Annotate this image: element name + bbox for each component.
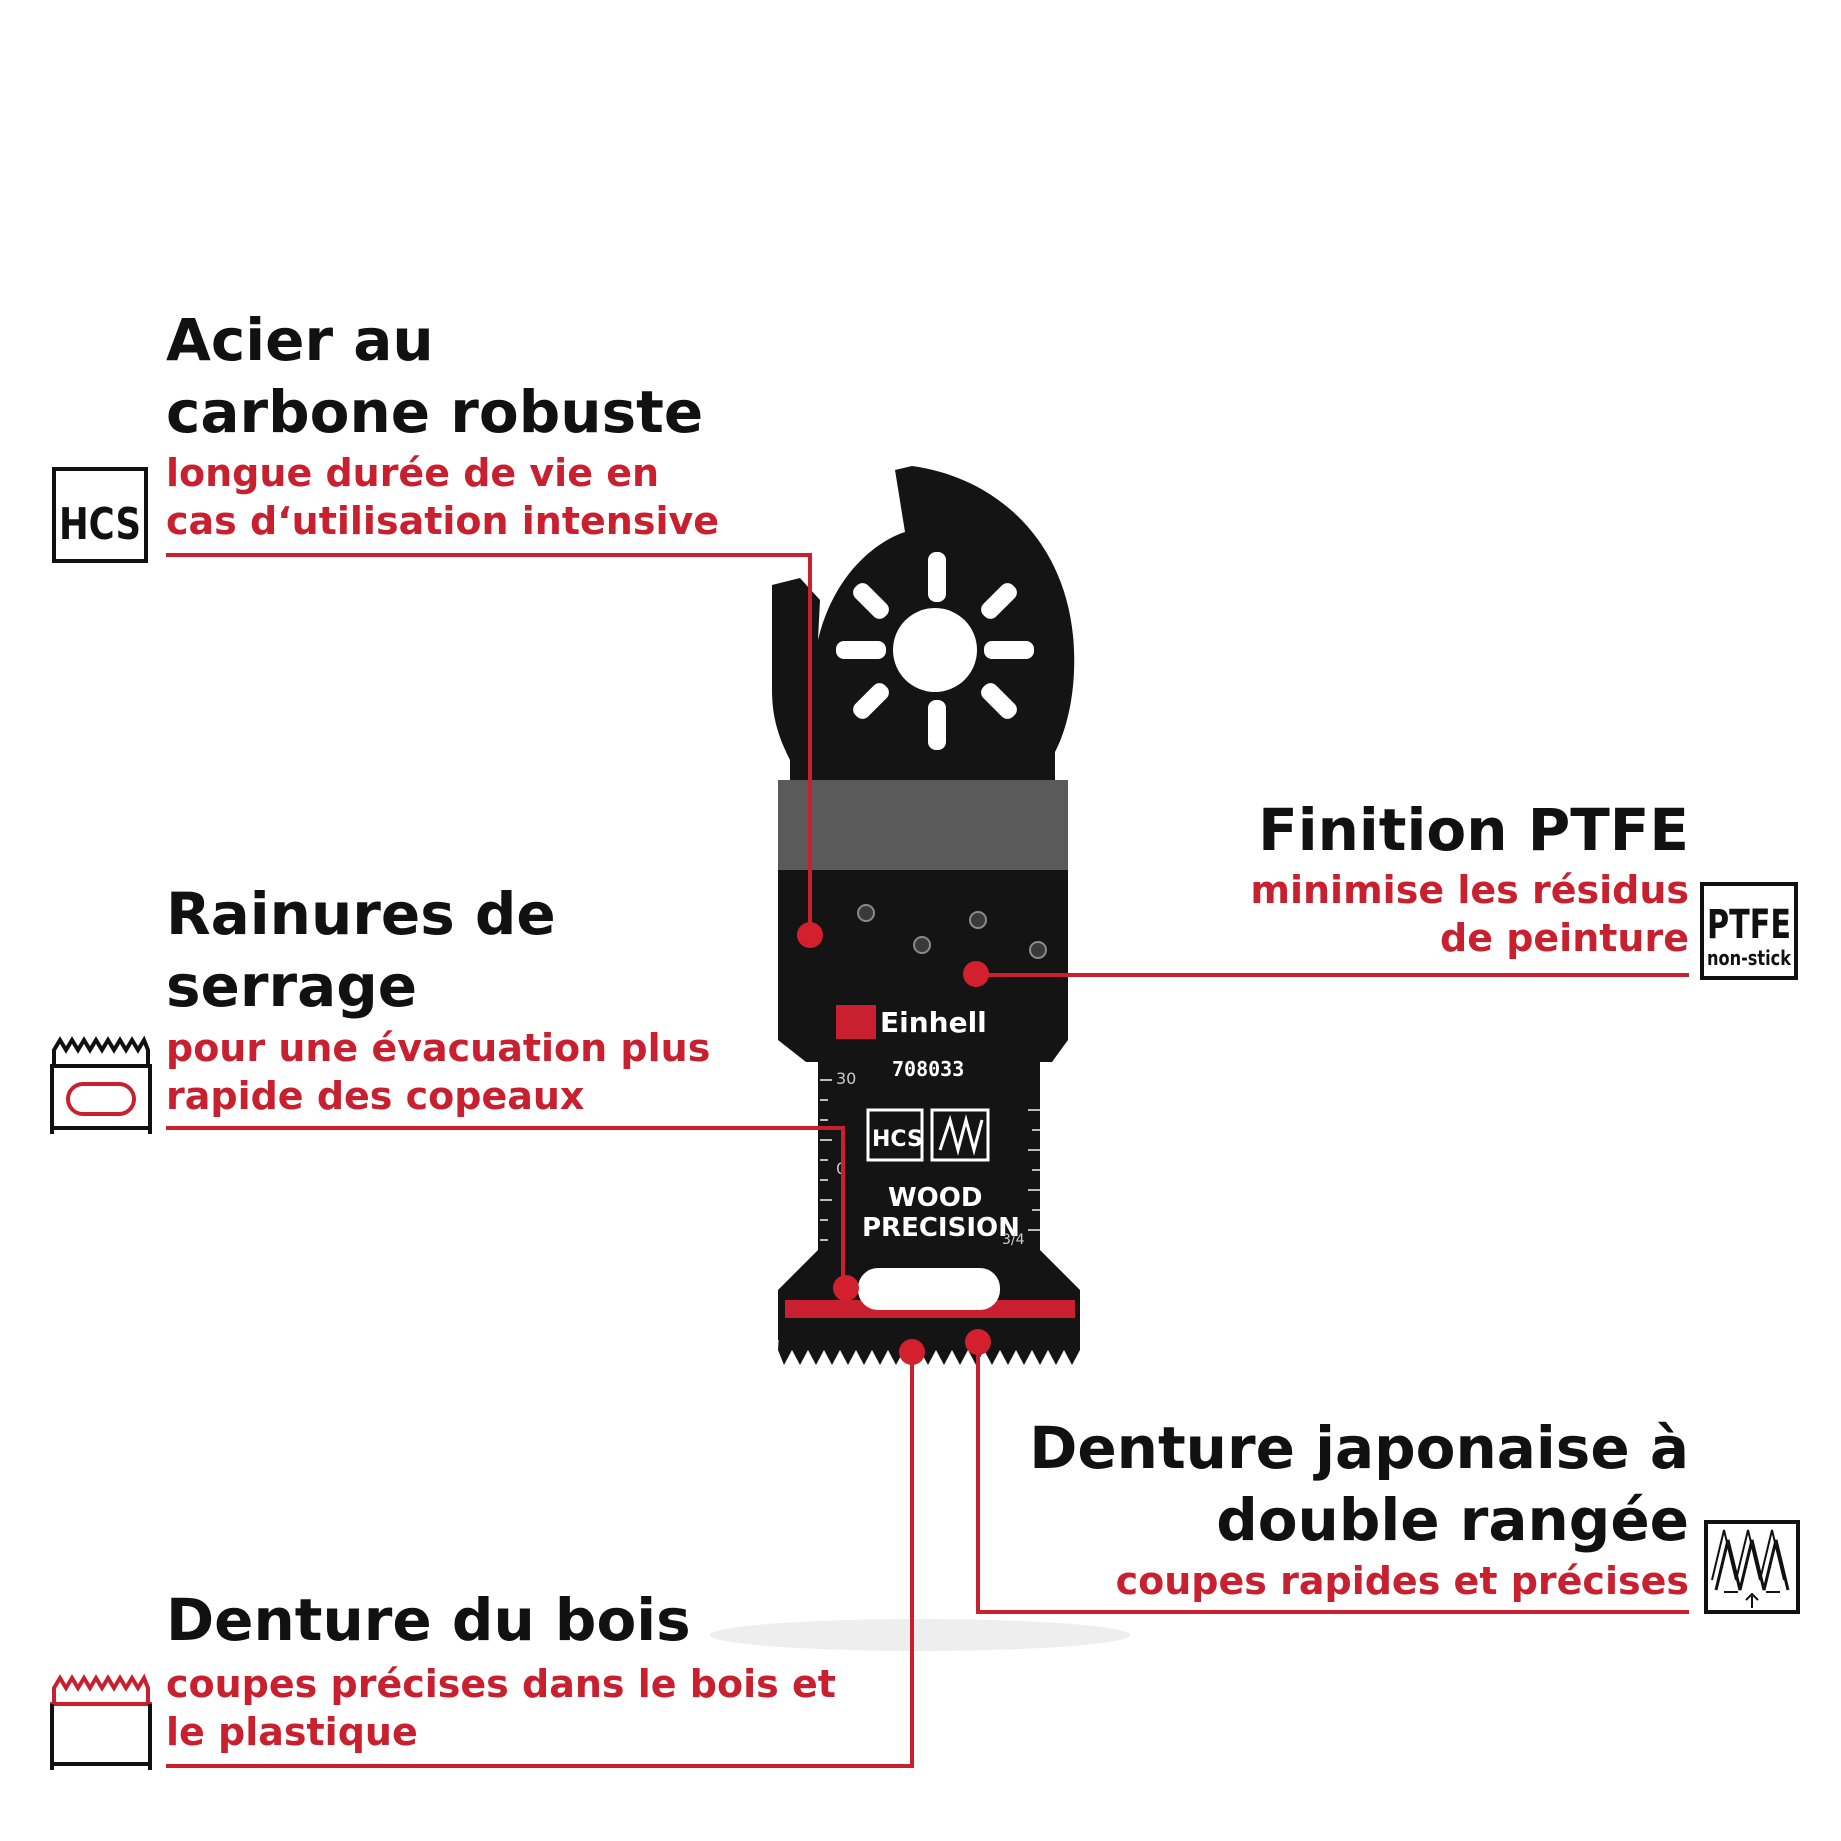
- blade-band: [778, 780, 1068, 870]
- grooves-desc-line-2: rapide des copeaux: [166, 1074, 585, 1118]
- mount-cutouts: [836, 552, 1034, 750]
- grooves-title-line-1: Rainures de: [166, 880, 556, 948]
- hcs-title-line-2: carbone robuste: [166, 378, 704, 446]
- svg-text:HCS: HCS: [59, 499, 141, 550]
- blade-teeth-badge-icon: [930, 1108, 990, 1162]
- svg-text:PTFE: PTFE: [1707, 902, 1791, 948]
- clamping-grooves-icon: [50, 1035, 152, 1134]
- leader-lines: [166, 553, 1689, 1768]
- hcs-desc-line-2: cas d‘utilisation intensive: [166, 499, 720, 543]
- hcs-title-line-1: Acier au: [166, 306, 434, 374]
- ptfe-desc-line-1: minimise les résidus: [1250, 868, 1689, 912]
- wood-teeth-desc-line-1: coupes précises dans le bois et: [166, 1662, 836, 1706]
- grooves-title-line-2: serrage: [166, 952, 418, 1020]
- japanese-desc-line-1: coupes rapides et précises: [1115, 1559, 1689, 1603]
- blade-lower-plate: [778, 975, 1080, 1340]
- blade-scale: [820, 1079, 1040, 1241]
- hcs-leader-dot: [797, 922, 823, 948]
- wood-teeth-desc-line-2: le plastique: [166, 1710, 418, 1754]
- hcs-leader-line: [166, 553, 812, 935]
- hcs-icon: HCS: [52, 467, 148, 563]
- double-row-teeth-icon: [1704, 1520, 1800, 1614]
- wood-teeth-icon: [50, 1673, 152, 1770]
- ptfe-leader-dot: [963, 961, 989, 987]
- japanese-leader-dot: [965, 1329, 991, 1355]
- ptfe-title: Finition PTFE: [1258, 796, 1689, 864]
- blade-model: 708033: [892, 1057, 964, 1081]
- blade-teeth: [778, 1318, 1080, 1365]
- blade-fraction: 3/4: [1002, 1232, 1025, 1248]
- blade-hcs-badge-text: HCS: [872, 1127, 923, 1152]
- blade-rivets: [857, 904, 1047, 959]
- blade-shadow: [710, 1619, 1130, 1651]
- japanese-title-line-2: double rangée: [1216, 1486, 1689, 1554]
- japanese-leader-line: [976, 1342, 1689, 1614]
- grooves-leader-dot: [833, 1275, 859, 1301]
- wood-teeth-leader-line: [166, 1352, 914, 1768]
- blade-brand: Einhell: [880, 1006, 987, 1039]
- grooves-leader-line: [166, 1126, 845, 1288]
- ptfe-desc-line-2: de peinture: [1440, 916, 1689, 960]
- svg-text:non-stick: non-stick: [1707, 946, 1792, 970]
- blade-scale-top: 30: [836, 1069, 856, 1088]
- blade-mount-head: [772, 466, 1075, 975]
- ptfe-nonstick-icon: PTFE non-stick: [1700, 882, 1798, 980]
- blade-hcs-badge: [866, 1108, 924, 1162]
- saw-blade: 30 0 Einhell 708033 HCS WOOD PRECISION 3…: [772, 466, 1080, 1365]
- brand-logo-icon: [836, 1005, 876, 1039]
- hcs-desc-line-1: longue durée de vie en: [166, 451, 660, 495]
- blade-slot: [858, 1268, 1000, 1310]
- blade-teeth-badge-lines: [938, 1114, 984, 1156]
- wood-teeth-title: Denture du bois: [166, 1586, 691, 1654]
- blade-label-1: WOOD: [888, 1183, 982, 1213]
- wood-teeth-leader-dot: [899, 1339, 925, 1365]
- blade-label-2: PRECISION: [862, 1213, 1020, 1243]
- japanese-title-line-1: Denture japonaise à: [1029, 1414, 1689, 1482]
- grooves-desc-line-1: pour une évacuation plus: [166, 1026, 711, 1070]
